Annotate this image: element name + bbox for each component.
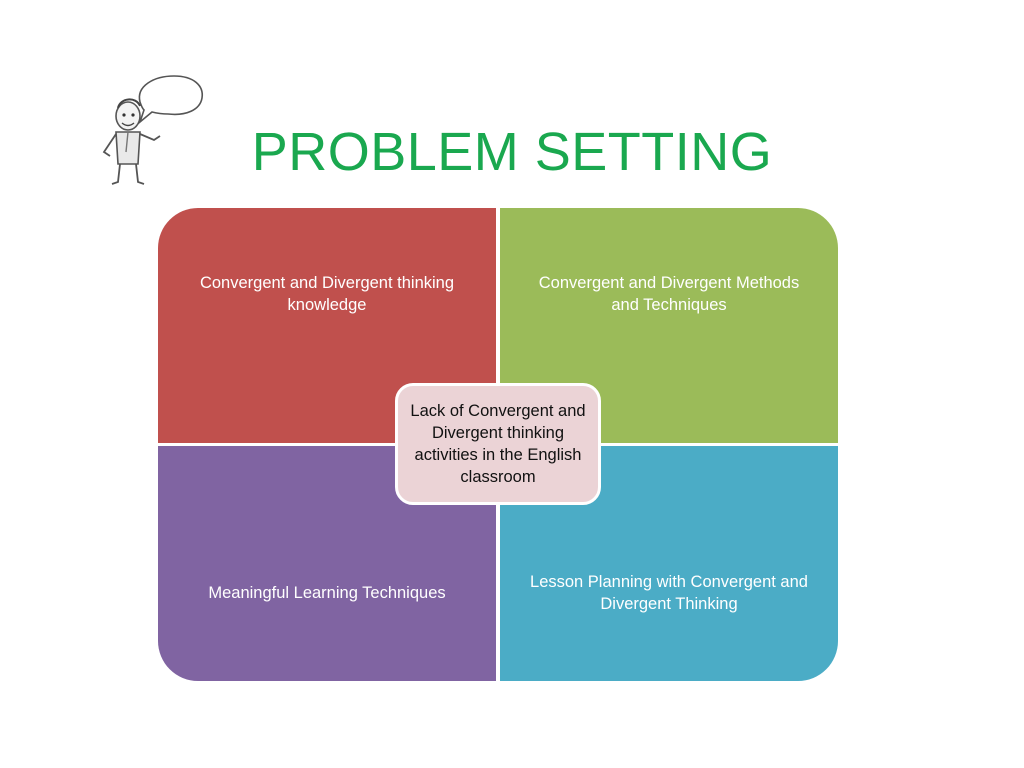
center-box-label: Lack of Convergent and Divergent thinkin… [408,400,588,488]
quadrant-top-right-label: Convergent and Divergent Methods and Tec… [500,272,838,316]
quadrant-bottom-left-label: Meaningful Learning Techniques [184,582,469,604]
concept-matrix: Convergent and Divergent thinking knowle… [158,208,838,681]
quadrant-top-left-label: Convergent and Divergent thinking knowle… [158,272,496,316]
center-box: Lack of Convergent and Divergent thinkin… [395,383,601,505]
page-title: PROBLEM SETTING [0,118,1024,186]
quadrant-bottom-right-label: Lesson Planning with Convergent and Dive… [500,571,838,615]
